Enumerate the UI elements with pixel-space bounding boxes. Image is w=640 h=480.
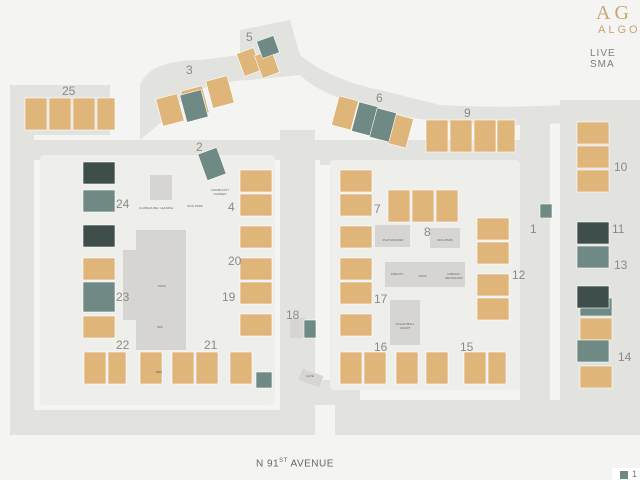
- pool-label: POOL: [157, 284, 167, 288]
- legend-number: 1: [632, 469, 638, 479]
- bbq-label: BBQ: [155, 370, 163, 374]
- volleyball-label: VOLLEYBALL COURT: [395, 322, 415, 330]
- units-leased: [82, 35, 613, 389]
- building-number[interactable]: 10: [614, 160, 628, 174]
- pool-2-label: POOL: [418, 274, 428, 278]
- building-number[interactable]: 6: [376, 91, 383, 105]
- building-number[interactable]: 12: [512, 268, 526, 282]
- building-number[interactable]: 16: [374, 340, 388, 354]
- building-number[interactable]: 3: [186, 63, 193, 77]
- building-number[interactable]: 14: [618, 350, 632, 364]
- building-number[interactable]: 7: [374, 202, 381, 216]
- building-number[interactable]: 25: [62, 84, 76, 98]
- building-number[interactable]: 19: [222, 290, 236, 304]
- building-number[interactable]: 23: [116, 290, 130, 304]
- brand-name: ALGO: [598, 24, 640, 36]
- building-number[interactable]: 5: [246, 30, 253, 44]
- building-number[interactable]: 4: [228, 200, 235, 214]
- spa-label: SPA: [157, 325, 163, 329]
- building-number[interactable]: 24: [116, 197, 130, 211]
- street-suffix: AVENUE: [287, 458, 334, 470]
- building-number[interactable]: 9: [464, 106, 471, 120]
- units-leased-dark: [82, 161, 610, 309]
- clubhouse-label: CLUBHOUSE / LEASING: [138, 206, 174, 210]
- dog-park-label: DOG PARK: [187, 204, 203, 208]
- building-number[interactable]: 11: [612, 222, 625, 236]
- street-prefix: N 91: [256, 458, 280, 470]
- brand-logo: AG: [596, 2, 633, 24]
- building-number[interactable]: 21: [204, 338, 218, 352]
- cabana-label: CABANA / RESTROOM: [445, 272, 463, 280]
- fire-pit-label: FIRE PIT: [390, 272, 404, 276]
- building-number[interactable]: 17: [374, 292, 388, 306]
- building-number[interactable]: 8: [424, 225, 431, 239]
- legend-swatch: [620, 471, 628, 479]
- brand-tagline: LIVE SMA: [590, 48, 616, 70]
- building-number[interactable]: 22: [116, 338, 130, 352]
- building-number[interactable]: 13: [614, 258, 628, 272]
- amenity-shapes: [123, 175, 465, 388]
- building-number[interactable]: 15: [460, 340, 474, 354]
- community-garden-label: COMMUNITY GARDEN: [210, 188, 230, 196]
- building-number[interactable]: 18: [286, 308, 300, 322]
- street-label: N 91ST AVENUE: [256, 458, 334, 469]
- street-sup: ST: [279, 458, 288, 464]
- building-number[interactable]: 2: [196, 140, 203, 154]
- building-number[interactable]: 1: [530, 222, 537, 236]
- gate-label: GATE: [306, 374, 314, 378]
- playground-label: PLAYGROUND: [382, 238, 404, 242]
- dog-park-2-label: DOG PARK: [437, 238, 453, 242]
- building-number[interactable]: 20: [228, 254, 242, 268]
- units-available: [24, 47, 613, 389]
